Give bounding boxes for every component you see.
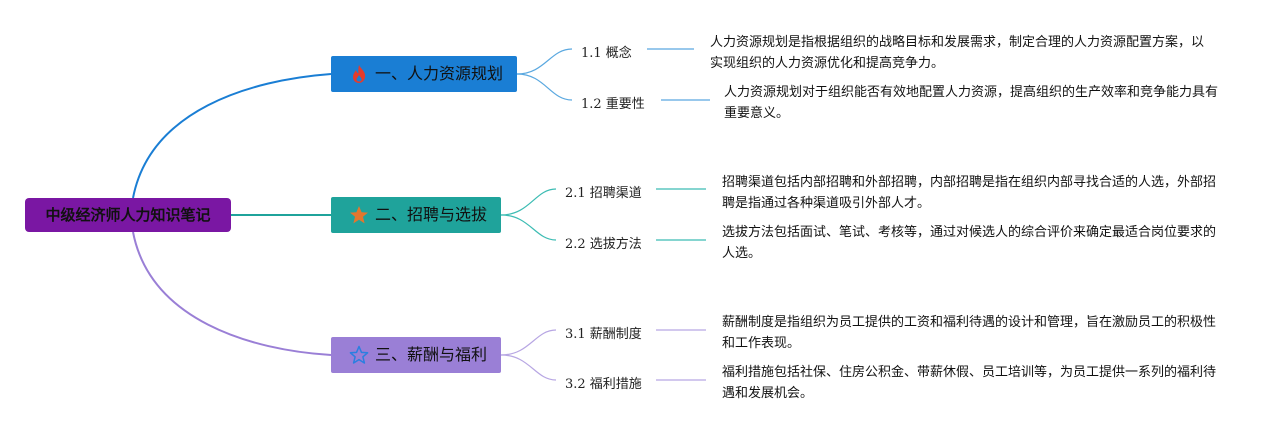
branch-3-label: 三、薪酬与福利 [375, 345, 488, 364]
desc-3-2: 福利措施包括社保、住房公积金、带薪休假、员工培训等，为员工提供一系列的福利待遇和… [722, 365, 1217, 401]
branch-node-1[interactable]: 一、人力资源规划 [331, 56, 517, 92]
desc-2-1: 招聘渠道包括内部招聘和外部招聘，内部招聘是指在组织内部寻找合适的人选，外部招聘是… [722, 175, 1217, 211]
star-outline-icon [349, 345, 369, 364]
branch-node-3[interactable]: 三、薪酬与福利 [331, 337, 501, 373]
desc-3-1: 薪酬制度是指组织为员工提供的工资和福利待遇的设计和管理，旨在激励员工的积极性和工… [722, 315, 1217, 351]
branch-node-2[interactable]: 二、招聘与选拔 [331, 197, 501, 233]
desc-2-2: 选拔方法包括面试、笔试、考核等，通过对候选人的综合评价来确定最适合岗位要求的人选… [722, 225, 1217, 261]
branch-1-child-2-line [516, 73, 573, 101]
root-to-branch-1-line [132, 73, 332, 199]
branch-2-child-2-line [500, 214, 557, 241]
branch-1-child-1-line [516, 48, 573, 75]
branch-3-child-1-line [500, 329, 557, 356]
subtopic-3-2[interactable]: 3.2 福利措施 [565, 377, 642, 392]
flame-icon [353, 65, 366, 83]
subtopic-3-1[interactable]: 3.1 薪酬制度 [565, 327, 642, 342]
root-node[interactable]: 中级经济师人力知识笔记 [25, 198, 231, 232]
subtopic-1-2[interactable]: 1.2 重要性 [581, 97, 645, 112]
branch-1-label: 一、人力资源规划 [375, 64, 504, 83]
star-icon [350, 206, 368, 224]
branch-3-child-2-line [500, 354, 557, 381]
subtopic-2-2[interactable]: 2.2 选拔方法 [565, 237, 642, 252]
branch-2-label: 二、招聘与选拔 [375, 205, 488, 224]
subtopic-2-1[interactable]: 2.1 招聘渠道 [565, 186, 642, 201]
subtopic-1-1[interactable]: 1.1 概念 [581, 46, 632, 61]
branch-2-child-1-line [500, 188, 557, 216]
desc-1-1: 人力资源规划是指根据组织的战略目标和发展需求，制定合理的人力资源配置方案，以实现… [710, 35, 1205, 71]
root-to-branch-3-line [132, 231, 332, 356]
desc-1-2: 人力资源规划对于组织能否有效地配置人力资源，提高组织的生产效率和竞争能力具有重要… [724, 85, 1219, 121]
